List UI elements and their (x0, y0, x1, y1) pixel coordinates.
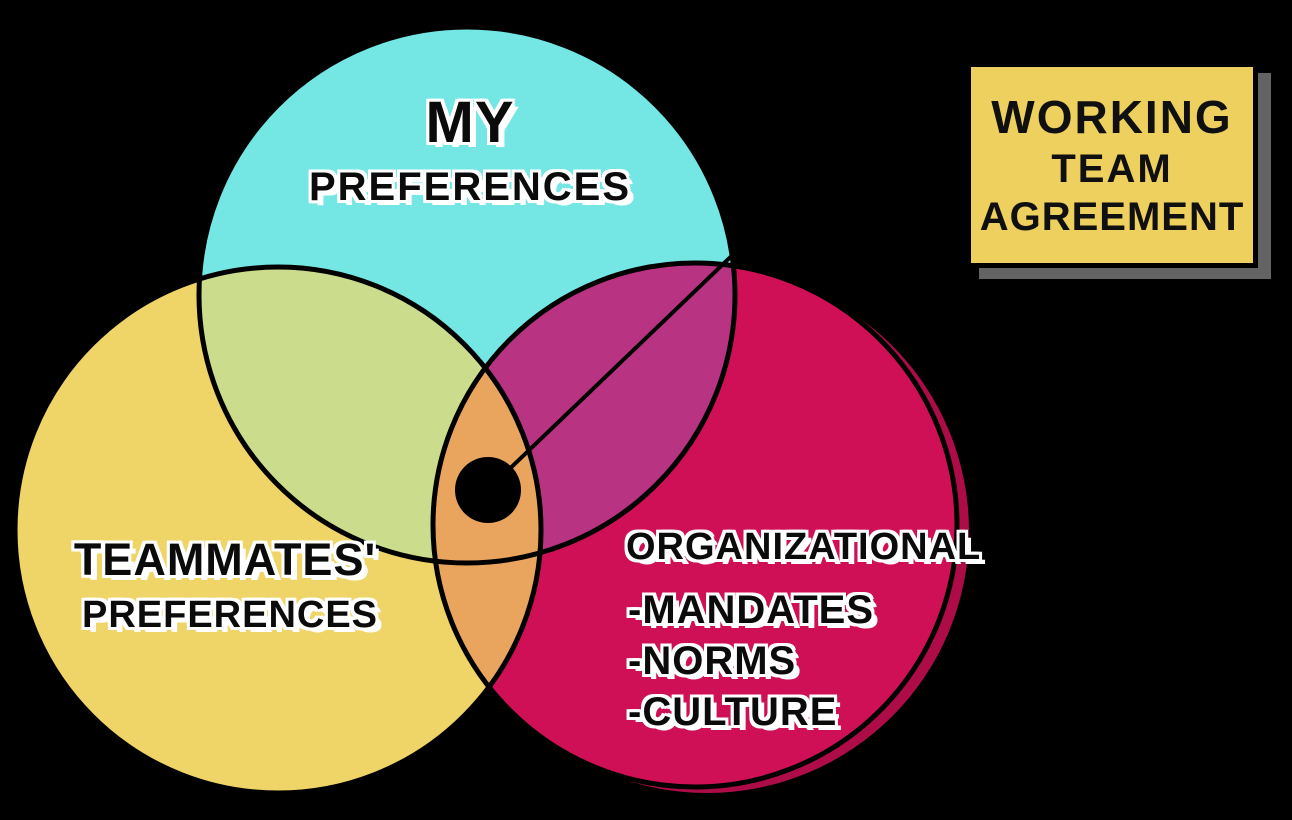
pointer-line (496, 243, 745, 482)
note-title-line2: TEAM (1051, 147, 1173, 191)
organizational-label: ORGANIZATIONAL (626, 526, 982, 568)
note-title-line3: AGREEMENT (979, 195, 1245, 239)
my-preferences-label-line1: MY (425, 90, 515, 155)
organizational-item-culture: -CULTURE (628, 690, 838, 734)
organizational-circle-outline (430, 260, 960, 790)
my-circle-outline (196, 24, 738, 566)
teammates-circle-outline (12, 264, 544, 796)
my-preferences-label-line2: PREFERENCES (308, 165, 632, 209)
working-team-agreement-note: WORKING TEAM AGREEMENT (966, 62, 1258, 268)
organizational-item-norms: -NORMS (628, 639, 797, 683)
organizational-items-list: -MANDATES -NORMS -CULTURE (628, 585, 874, 738)
teammates-preferences-label-line2: PREFERENCES (81, 594, 379, 636)
center-dot (455, 457, 521, 523)
teammates-preferences-label-line1: TEAMMATES' (73, 534, 377, 585)
note-title-line1: WORKING (991, 91, 1233, 143)
organizational-item-mandates: -MANDATES (628, 588, 875, 632)
